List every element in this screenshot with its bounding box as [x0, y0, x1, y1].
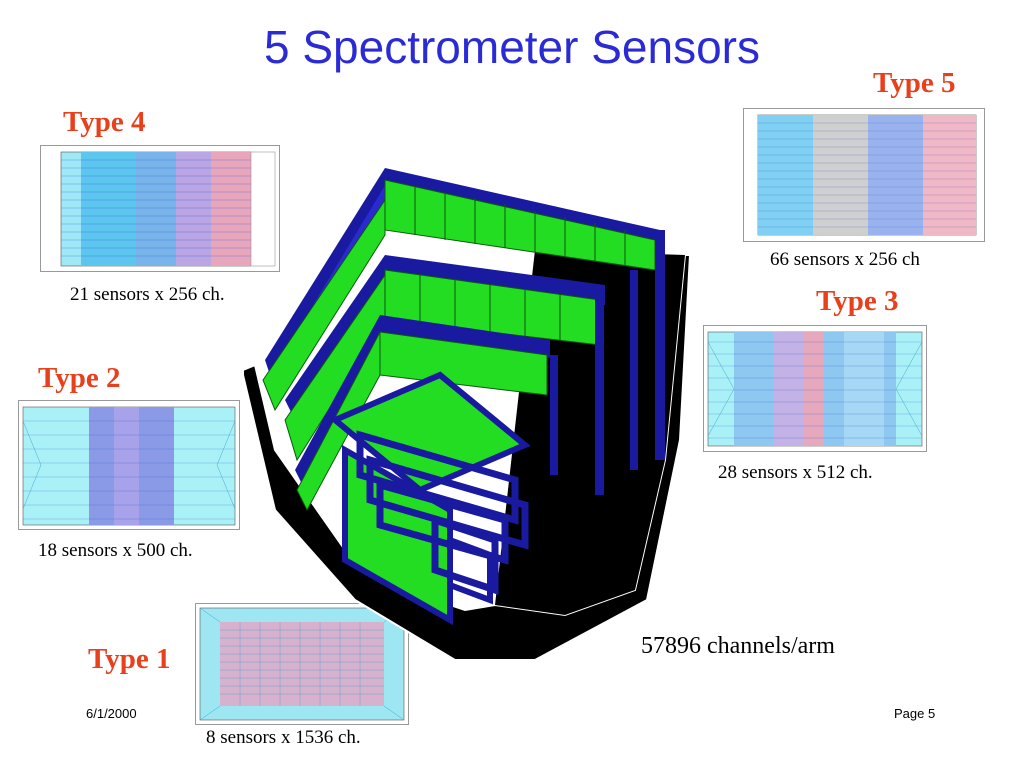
type-2-label: Type 2	[38, 362, 121, 394]
type-3-label: Type 3	[816, 285, 899, 317]
footer-page-number: Page 5	[894, 706, 936, 721]
footer-date: 6/1/2000	[86, 706, 137, 721]
channels-per-arm: 57896 channels/arm	[641, 633, 835, 659]
type-4-sensor-image	[40, 145, 280, 272]
type-3-sensor-image	[703, 325, 927, 452]
type-1-caption: 8 sensors x 1536 ch.	[206, 727, 361, 748]
type-5-sensor-image	[743, 108, 985, 242]
type-3-caption: 28 sensors x 512 ch.	[718, 462, 873, 483]
spectrometer-assembly-image	[235, 160, 695, 675]
slide-title: 5 Spectrometer Sensors	[263, 21, 760, 73]
type-1-label: Type 1	[88, 643, 171, 675]
type-2-sensor-image	[18, 400, 240, 530]
type-4-caption: 21 sensors x 256 ch.	[70, 284, 225, 305]
type-1-sensor-image	[195, 603, 409, 725]
type-5-label: Type 5	[873, 67, 956, 99]
type-4-label: Type 4	[63, 106, 146, 138]
type-5-caption: 66 sensors x 256 ch	[770, 249, 920, 270]
type-2-caption: 18 sensors x 500 ch.	[38, 540, 193, 561]
